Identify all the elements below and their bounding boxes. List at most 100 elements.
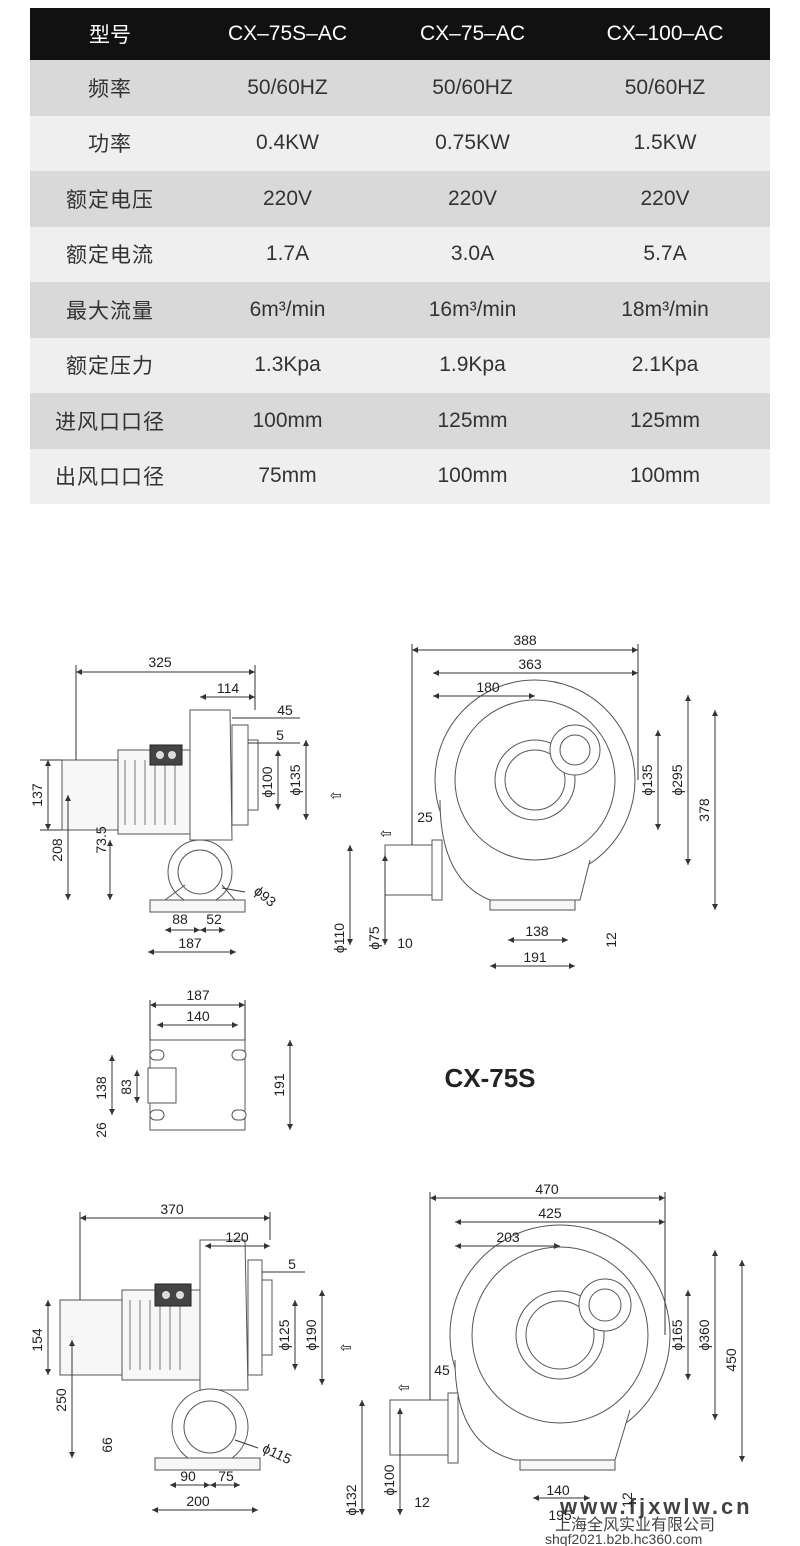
top-side-view: 325 114 45 5 137 ϕ100 ϕ135 ⇦ 208 73.5 ϕ9… bbox=[29, 654, 342, 955]
dim-75-large: 75 bbox=[218, 1468, 234, 1484]
dim-d100: ϕ100 bbox=[259, 766, 275, 797]
dim-52: 52 bbox=[206, 911, 222, 927]
airflow-arrow-icon: ⇦ bbox=[380, 825, 392, 841]
table-cell: 50/60HZ bbox=[560, 60, 770, 116]
dim-10: 10 bbox=[397, 935, 413, 951]
table-cell: 18m³/min bbox=[560, 282, 770, 338]
watermark-company: 上海全风实业有限公司 bbox=[555, 1516, 715, 1534]
dim-d135: ϕ135 bbox=[287, 764, 303, 795]
table-row: 额定电流 1.7A 3.0A 5.7A bbox=[30, 226, 770, 282]
dim-180: 180 bbox=[476, 679, 500, 695]
dim-90: 90 bbox=[180, 1468, 196, 1484]
dim-d93: ϕ93 bbox=[251, 883, 279, 910]
dim-195: 195 bbox=[548, 1507, 572, 1523]
dim-d100-large: ϕ100 bbox=[381, 1464, 397, 1495]
table-cell: 0.75KW bbox=[385, 115, 560, 171]
dim-187: 187 bbox=[178, 935, 202, 951]
dim-325: 325 bbox=[148, 654, 172, 670]
dim-200: 200 bbox=[186, 1493, 210, 1509]
dim-120: 120 bbox=[225, 1229, 249, 1245]
top-front-view: 388 363 180 25 ⇦ ϕ135 ϕ295 378 ϕ110 ϕ75 … bbox=[331, 632, 718, 969]
spec-table: 型号 CX–75S–AC CX–75–AC CX–100–AC 频率 50/60… bbox=[30, 8, 770, 504]
row-label: 额定压力 bbox=[30, 337, 190, 393]
base-plate-view: 187 140 138 83 26 191 bbox=[93, 987, 293, 1138]
table-cell: 220V bbox=[385, 171, 560, 227]
airflow-arrow-icon: ⇦ bbox=[330, 787, 342, 803]
table-cell: 125mm bbox=[560, 393, 770, 449]
dim-470: 470 bbox=[535, 1181, 559, 1197]
table-cell: 1.5KW bbox=[560, 115, 770, 171]
dim-250: 250 bbox=[53, 1388, 69, 1412]
dim-12-right: 12 bbox=[619, 1492, 635, 1508]
table-cell: 0.4KW bbox=[190, 115, 385, 171]
table-cell: 50/60HZ bbox=[190, 60, 385, 116]
dim-388: 388 bbox=[513, 632, 537, 648]
row-label: 频率 bbox=[30, 60, 190, 116]
table-cell: 100mm bbox=[385, 448, 560, 504]
dim-140: 140 bbox=[546, 1482, 570, 1498]
table-cell: 125mm bbox=[385, 393, 560, 449]
table-row: 频率 50/60HZ 50/60HZ 50/60HZ bbox=[30, 60, 770, 116]
watermark-site: www.fjxwlw.cn bbox=[559, 1494, 753, 1519]
dim-12: 12 bbox=[603, 932, 619, 948]
terminal-box bbox=[149, 744, 183, 766]
dim-d75: ϕ75 bbox=[366, 926, 382, 950]
table-cell: 100mm bbox=[560, 448, 770, 504]
dim-d190: ϕ190 bbox=[303, 1319, 319, 1350]
dim-66: 66 bbox=[99, 1437, 115, 1453]
dim-88: 88 bbox=[172, 911, 188, 927]
dim-378: 378 bbox=[696, 798, 712, 822]
dim-45: 45 bbox=[277, 702, 293, 718]
table-cell: 1.3Kpa bbox=[190, 337, 385, 393]
table-cell: 50/60HZ bbox=[385, 60, 560, 116]
dim-base-26: 26 bbox=[93, 1122, 109, 1138]
table-cell: 6m³/min bbox=[190, 282, 385, 338]
dim-203: 203 bbox=[496, 1229, 520, 1245]
row-label: 出风口口径 bbox=[30, 448, 190, 504]
bottom-front-view: 470 425 203 45 ⇦ ϕ165 ϕ360 450 ϕ132 ϕ100… bbox=[343, 1181, 745, 1523]
dim-d135-front: ϕ135 bbox=[639, 764, 655, 795]
row-label: 功率 bbox=[30, 115, 190, 171]
dim-73-5: 73.5 bbox=[93, 826, 109, 853]
header-cell: CX–100–AC bbox=[560, 8, 770, 60]
dim-137: 137 bbox=[29, 783, 45, 807]
dim-12-left: 12 bbox=[414, 1494, 430, 1510]
dim-363: 363 bbox=[518, 656, 542, 672]
header-cell: CX–75–AC bbox=[385, 8, 560, 60]
table-row: 进风口口径 100mm 125mm 125mm bbox=[30, 393, 770, 449]
dim-138: 138 bbox=[525, 923, 549, 939]
row-label: 最大流量 bbox=[30, 282, 190, 338]
table-cell: 100mm bbox=[190, 393, 385, 449]
row-label: 额定电压 bbox=[30, 171, 190, 227]
row-label: 进风口口径 bbox=[30, 393, 190, 449]
terminal-box-large bbox=[154, 1283, 192, 1307]
dim-191: 191 bbox=[523, 949, 547, 965]
dim-5: 5 bbox=[276, 727, 284, 743]
dim-d110: ϕ110 bbox=[331, 923, 347, 953]
blower-housing bbox=[189, 709, 233, 841]
dim-d165: ϕ165 bbox=[669, 1319, 685, 1350]
model-label: CX-75S bbox=[444, 1063, 535, 1093]
dim-base-83: 83 bbox=[118, 1079, 134, 1095]
dim-d115: ϕ115 bbox=[260, 1440, 294, 1467]
table-cell: 1.7A bbox=[190, 226, 385, 282]
dim-base-140: 140 bbox=[186, 1008, 210, 1024]
bottom-side-view: 370 120 5 154 ϕ125 ϕ190 ⇦ 250 66 ϕ115 90… bbox=[29, 1201, 352, 1513]
airflow-arrow-icon: ⇦ bbox=[398, 1379, 410, 1395]
table-row: 功率 0.4KW 0.75KW 1.5KW bbox=[30, 115, 770, 171]
watermark-url: shqf2021.b2b.hc360.com bbox=[545, 1531, 702, 1546]
airflow-arrow-icon: ⇦ bbox=[340, 1339, 352, 1355]
table-row: 额定电压 220V 220V 220V bbox=[30, 171, 770, 227]
dim-114: 114 bbox=[217, 680, 240, 696]
dim-25: 25 bbox=[417, 809, 433, 825]
table-row: 额定压力 1.3Kpa 1.9Kpa 2.1Kpa bbox=[30, 337, 770, 393]
table-row: 出风口口径 75mm 100mm 100mm bbox=[30, 448, 770, 504]
dim-d360: ϕ360 bbox=[696, 1319, 712, 1350]
dim-370: 370 bbox=[160, 1201, 184, 1217]
table-cell: 16m³/min bbox=[385, 282, 560, 338]
dim-45-large: 45 bbox=[434, 1362, 450, 1378]
dim-base-187: 187 bbox=[186, 987, 210, 1003]
dim-208: 208 bbox=[49, 838, 65, 862]
dim-base-191: 191 bbox=[271, 1073, 287, 1097]
table-header-row: 型号 CX–75S–AC CX–75–AC CX–100–AC bbox=[30, 8, 770, 60]
